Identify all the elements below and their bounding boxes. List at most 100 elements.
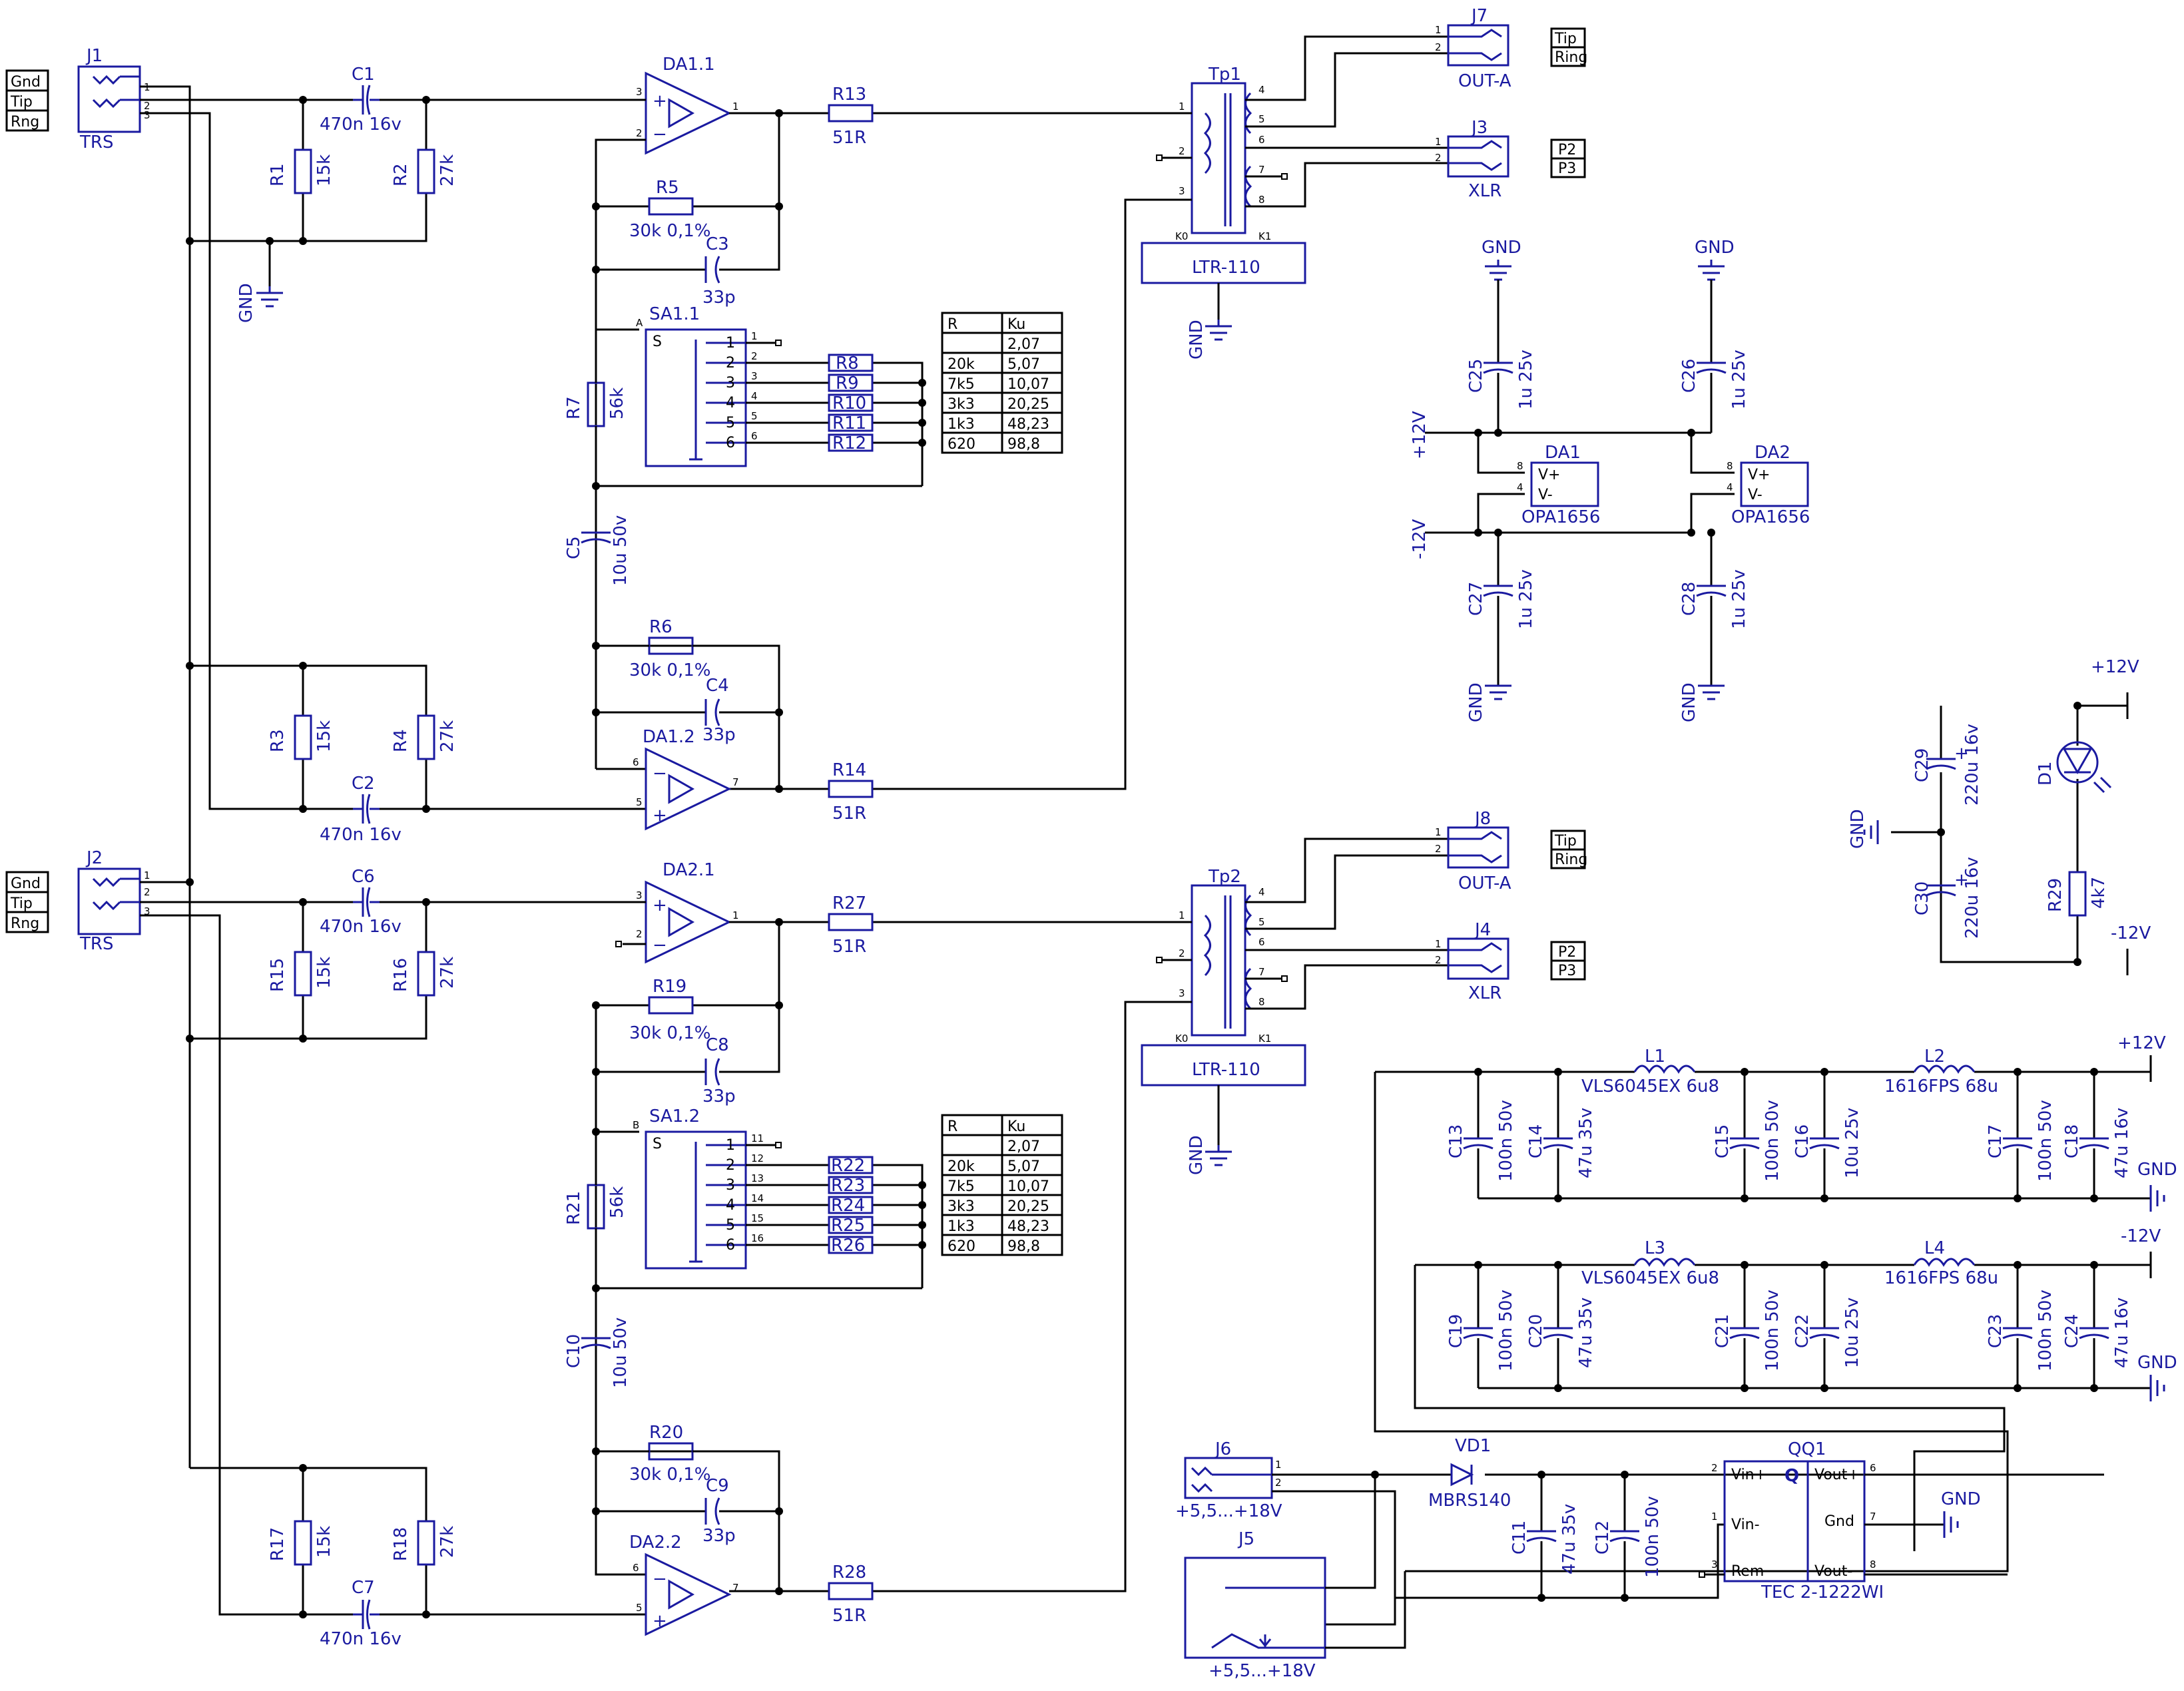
svg-text:R3: R3: [268, 729, 288, 752]
svg-text:47u 35v: 47u 35v: [1559, 1504, 1579, 1574]
svg-text:47u 16v: 47u 16v: [2112, 1108, 2132, 1178]
svg-text:DA1.2: DA1.2: [643, 727, 695, 747]
svg-text:3: 3: [726, 375, 735, 391]
svg-text:1: 1: [1435, 938, 1442, 950]
svg-text:1: 1: [1275, 1459, 1282, 1471]
svg-text:R20: R20: [649, 1423, 683, 1443]
svg-text:100n 50v: 100n 50v: [2036, 1100, 2055, 1182]
svg-text:51R: 51R: [832, 1606, 866, 1626]
svg-text:7: 7: [732, 776, 739, 788]
svg-text:C25: C25: [1466, 359, 1486, 393]
svg-text:-12V: -12V: [1410, 519, 1430, 559]
svg-text:1: 1: [726, 1137, 735, 1154]
r2-resistor: R2 27k: [391, 148, 457, 194]
svg-text:QQ1: QQ1: [1788, 1439, 1826, 1459]
svg-text:P3: P3: [1558, 963, 1576, 979]
svg-text:−: −: [653, 764, 667, 784]
svg-text:470n 16v: 470n 16v: [320, 115, 402, 134]
j1-tip-label: Tip: [10, 94, 33, 111]
svg-text:20,25: 20,25: [1007, 1198, 1049, 1215]
svg-text:6: 6: [633, 1562, 639, 1574]
svg-text:2: 2: [1275, 1477, 1282, 1489]
r17-resistor: R17 15k: [268, 1520, 334, 1566]
svg-text:2: 2: [1179, 947, 1185, 959]
svg-text:Ku: Ku: [1007, 316, 1025, 333]
svg-text:6: 6: [1258, 134, 1265, 146]
da2-1-opamp: +− DA2.1 3 2 1: [636, 860, 739, 964]
svg-text:Vin+: Vin+: [1731, 1467, 1767, 1483]
r14-resistor: R14 51R: [828, 760, 874, 824]
svg-text:+: +: [1954, 744, 1969, 764]
svg-text:100n 50v: 100n 50v: [1496, 1290, 1516, 1371]
ch2-feedback-wires: [595, 901, 1172, 1616]
svg-text:30k 0,1%: 30k 0,1%: [629, 1023, 710, 1043]
j3-jack: J3 XLR 1 2 P2 P3: [1435, 118, 1586, 201]
svg-text:+: +: [1954, 870, 1969, 890]
svg-text:47u 16v: 47u 16v: [2112, 1298, 2132, 1368]
svg-text:100n 50v: 100n 50v: [1763, 1290, 1782, 1371]
svg-text:L3: L3: [1645, 1238, 1665, 1258]
svg-text:8: 8: [1258, 194, 1265, 206]
opamp-power-section: GND GND C25 1u 25v C26 1u 25v +12V -12V …: [1410, 238, 1810, 722]
c1-capacitor: C1 470n 16v: [320, 65, 402, 134]
svg-text:DA2.2: DA2.2: [629, 1533, 682, 1553]
svg-text:48,23: 48,23: [1007, 416, 1049, 433]
svg-text:GND: GND: [1466, 682, 1486, 722]
svg-text:GND: GND: [1941, 1489, 1981, 1509]
svg-text:33p: 33p: [702, 1526, 736, 1546]
j7-jack: J7 OUT-A 1 2 Tip Ring: [1435, 6, 1587, 91]
tp2-transformer: LTR-110 Tp2 K0 K1 1 2 3 4 5 6 7 8: [1141, 838, 1448, 1145]
r4-resistor: R4 27k: [391, 714, 457, 760]
svg-text:B: B: [633, 1119, 639, 1131]
svg-text:2: 2: [636, 928, 643, 940]
svg-text:20k: 20k: [948, 356, 975, 373]
svg-text:100n 50v: 100n 50v: [1763, 1100, 1782, 1182]
svg-text:R7: R7: [564, 396, 584, 419]
svg-text:C13: C13: [1446, 1124, 1466, 1158]
c7-capacitor: C7 470n 16v: [320, 1578, 402, 1649]
svg-text:V+: V+: [1748, 467, 1770, 483]
svg-text:C28: C28: [1679, 582, 1699, 616]
svg-text:C14: C14: [1526, 1124, 1546, 1158]
svg-text:Gnd: Gnd: [11, 875, 41, 892]
r27-resistor: R27 51R: [828, 893, 874, 957]
svg-text:5: 5: [636, 1602, 643, 1614]
svg-text:V-: V-: [1538, 487, 1553, 503]
svg-text:C10: C10: [564, 1334, 584, 1368]
svg-text:4: 4: [1727, 481, 1733, 493]
filter-minus12: -12V L3 VLS6045EX 6u8 L4 1616FPS 68u C19…: [1414, 1226, 2177, 1551]
svg-text:10u 50v: 10u 50v: [611, 515, 631, 586]
svg-text:SA1.1: SA1.1: [649, 304, 700, 324]
j4-jack: J4 XLR 1 2 P2 P3: [1435, 920, 1586, 1003]
svg-text:R11: R11: [832, 413, 866, 433]
svg-text:SA1.2: SA1.2: [649, 1106, 700, 1126]
svg-text:4: 4: [1517, 481, 1523, 493]
r16-resistor: R16 27k: [391, 951, 457, 997]
svg-text:−: −: [653, 935, 667, 955]
svg-text:C15: C15: [1713, 1124, 1733, 1158]
svg-text:10u 25v: 10u 25v: [1842, 1108, 1862, 1178]
svg-text:6: 6: [726, 1237, 735, 1254]
svg-text:Q: Q: [1784, 1466, 1799, 1486]
svg-text:15k: 15k: [314, 720, 334, 752]
svg-text:GND: GND: [1679, 682, 1699, 722]
svg-text:1: 1: [1435, 136, 1442, 148]
svg-text:15k: 15k: [314, 957, 334, 989]
svg-text:L1: L1: [1645, 1047, 1665, 1067]
svg-text:6: 6: [751, 430, 758, 442]
svg-text:C26: C26: [1679, 359, 1699, 393]
svg-text:15: 15: [751, 1212, 764, 1224]
svg-text:2: 2: [1435, 152, 1442, 164]
svg-text:R27: R27: [832, 893, 866, 913]
svg-text:2: 2: [726, 355, 735, 371]
svg-text:R18: R18: [391, 1527, 411, 1561]
gnd-symbol-tp1: GND: [1187, 320, 1232, 360]
svg-text:5: 5: [751, 410, 758, 422]
svg-text:2: 2: [636, 127, 643, 139]
svg-text:+: +: [653, 895, 667, 915]
svg-text:220u 16v: 220u 16v: [1962, 857, 1982, 939]
c8-capacitor: C8 33p: [702, 1035, 736, 1106]
svg-text:J5: J5: [1237, 1529, 1254, 1549]
svg-text:OUT-A: OUT-A: [1458, 71, 1511, 91]
